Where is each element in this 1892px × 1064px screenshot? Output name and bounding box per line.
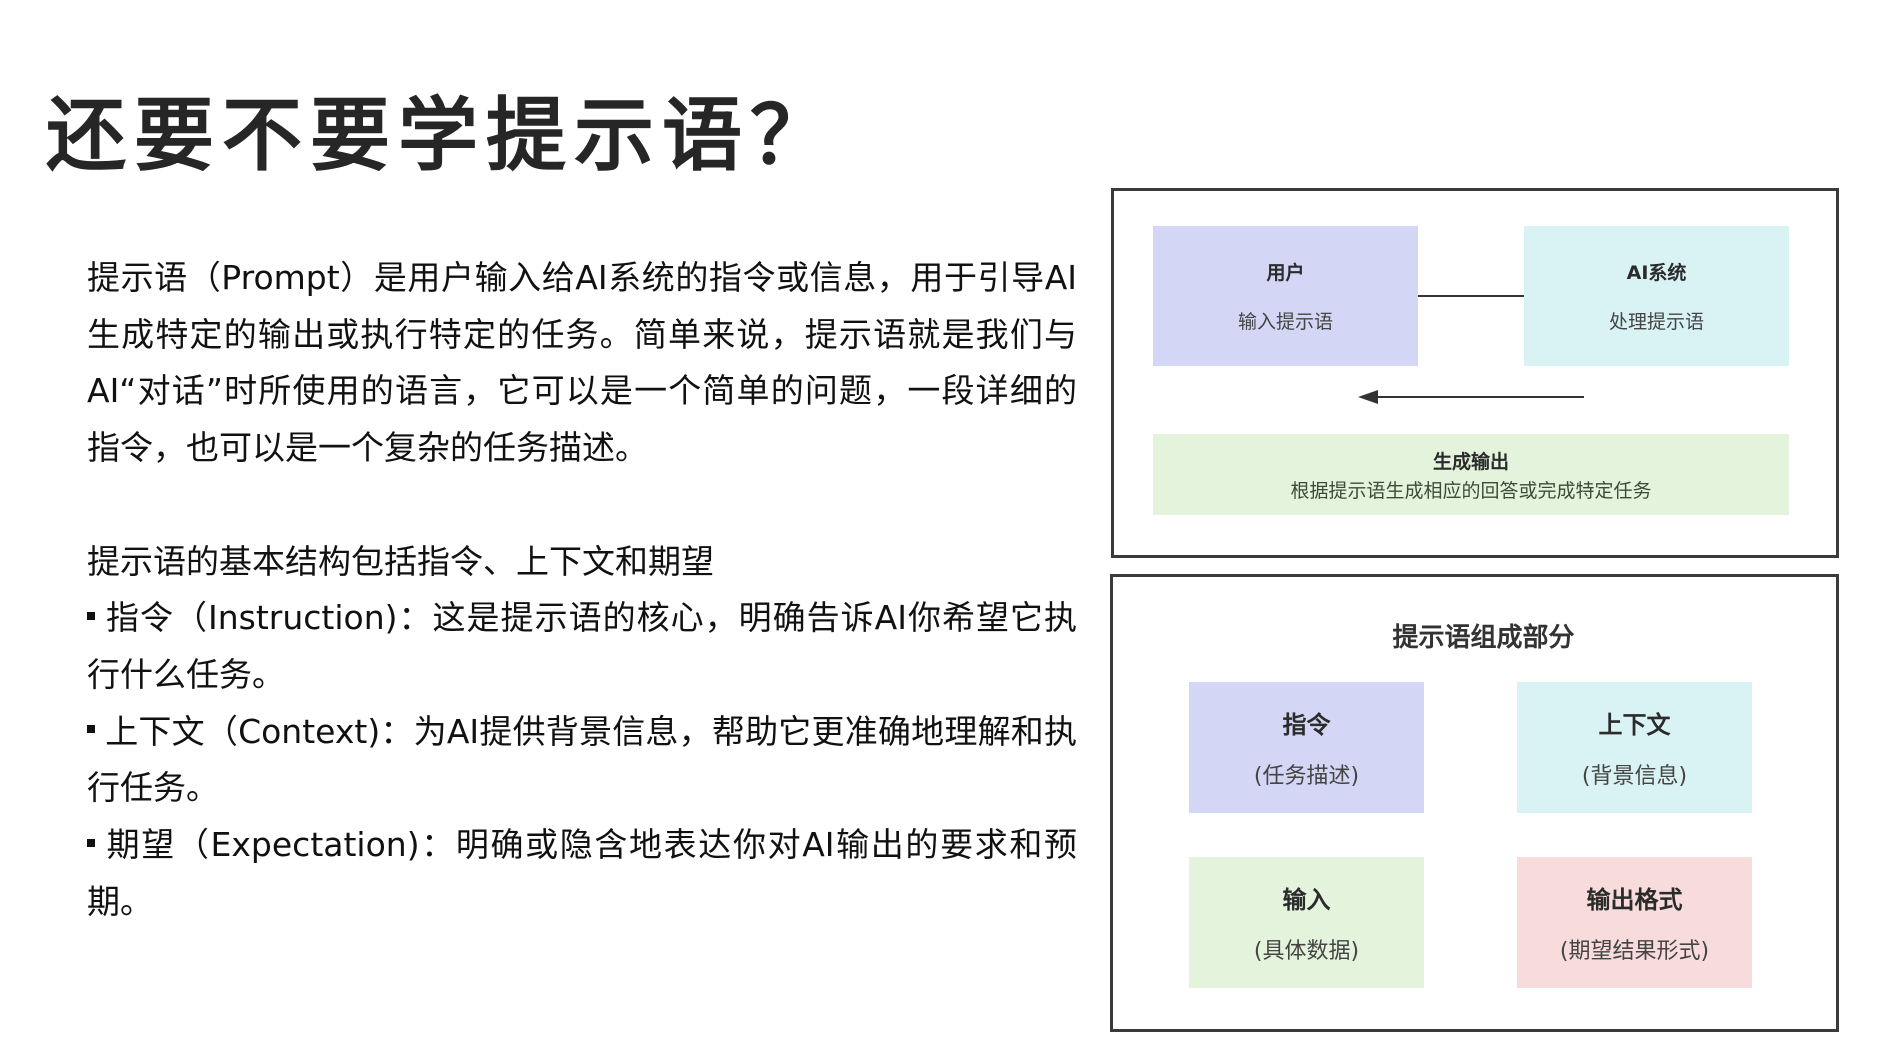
node-ai-sub: 处理提示语	[1608, 311, 1704, 333]
component-sub: (背景信息)	[1581, 764, 1688, 789]
flow-diagram: 用户 输入提示语 AI系统 处理提示语 生成输出 根据提示语生成相应的回答或完成…	[1111, 188, 1839, 558]
component-sub: (具体数据)	[1253, 939, 1360, 964]
paragraph-gap	[87, 477, 1077, 534]
bullet-context: 上下文（Context)：为AI提供背景信息，帮助它更准确地理解和执行任务。	[87, 704, 1077, 817]
component-output-format: 输出格式 (期望结果形式)	[1517, 857, 1752, 988]
page-title: 还要不要学提示语？	[46, 88, 838, 182]
bullet-square-icon	[87, 838, 95, 847]
bullet-instruction: 指令（Instruction)：这是提示语的核心，明确告诉AI你希望它执行什么任…	[87, 590, 1077, 703]
node-ai-label: AI系统	[1626, 262, 1687, 284]
bullet-text: 指令（Instruction)：这是提示语的核心，明确告诉AI你希望它执行什么任…	[87, 598, 1077, 694]
component-label: 输入	[1282, 886, 1331, 914]
bullet-expectation: 期望（Expectation)：明确或隐含地表达你对AI输出的要求和预期。	[87, 817, 1077, 930]
components-title: 提示语组成部分	[1392, 623, 1575, 653]
components-diagram: 提示语组成部分 指令 (任务描述) 上下文 (背景信息) 输入 (具体数据) 输…	[1110, 574, 1839, 1032]
node-user-sub: 输入提示语	[1237, 311, 1333, 333]
node-user: 用户 输入提示语	[1153, 226, 1418, 366]
node-output-label: 生成输出	[1432, 450, 1509, 473]
node-output: 生成输出 根据提示语生成相应的回答或完成特定任务	[1153, 434, 1789, 515]
connector-line	[1418, 295, 1524, 297]
node-output-sub: 根据提示语生成相应的回答或完成特定任务	[1290, 479, 1652, 502]
intro-paragraph: 提示语（Prompt）是用户输入给AI系统的指令或信息，用于引导AI生成特定的输…	[87, 258, 1077, 468]
bullet-text: 上下文（Context)：为AI提供背景信息，帮助它更准确地理解和执行任务。	[87, 711, 1077, 808]
component-label: 输出格式	[1586, 886, 1683, 914]
node-user-label: 用户	[1266, 262, 1305, 284]
component-sub: (任务描述)	[1253, 764, 1360, 789]
component-input: 输入 (具体数据)	[1189, 857, 1424, 988]
component-label: 指令	[1282, 711, 1331, 739]
component-sub: (期望结果形式)	[1559, 939, 1710, 964]
bullet-square-icon	[87, 725, 95, 734]
bullet-square-icon	[87, 611, 95, 620]
bullet-text: 期望（Expectation)：明确或隐含地表达你对AI输出的要求和预期。	[87, 825, 1077, 921]
node-ai-system: AI系统 处理提示语	[1524, 226, 1789, 366]
structure-heading: 提示语的基本结构包括指令、上下文和期望	[87, 541, 714, 581]
component-label: 上下文	[1598, 711, 1671, 739]
component-instruction: 指令 (任务描述)	[1189, 682, 1424, 813]
explanation-text: 提示语（Prompt）是用户输入给AI系统的指令或信息，用于引导AI生成特定的输…	[87, 250, 1077, 930]
component-context: 上下文 (背景信息)	[1517, 682, 1752, 813]
arrow-left-icon	[1358, 390, 1584, 404]
